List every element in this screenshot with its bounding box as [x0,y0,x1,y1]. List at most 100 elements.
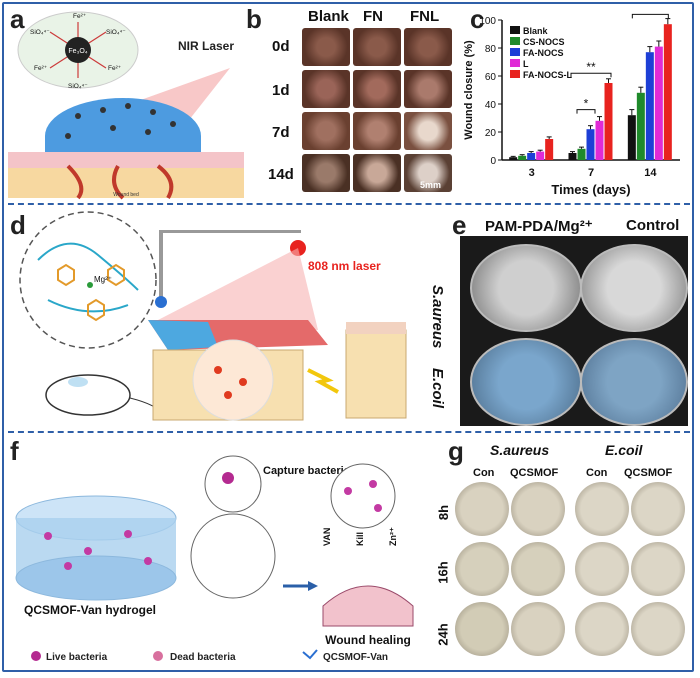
dead-bacteria-icon [153,651,163,661]
wound-photo [404,154,452,192]
wound-photo [404,112,452,150]
wound-photo [404,28,452,66]
legend-swatch [510,70,520,78]
row-label: 14d [268,166,294,183]
laser-beam [158,248,318,330]
bar [627,115,636,160]
bar [663,24,672,161]
petri-dish [580,338,688,426]
legend-swatch [510,48,520,56]
y-tick-label: 80 [485,44,497,55]
ion-label: SiO₄⁴⁻ [68,83,88,90]
column-label: Blank [308,8,349,25]
live-bacteria-icon [31,651,41,661]
panel-letter-g: g [448,436,464,466]
wound-photo [353,70,401,108]
wound-photo [353,112,401,150]
x-tick-label: 7 [588,167,594,179]
significance-bracket-label: * [584,97,589,111]
wound-bed-label: Wound bed [113,192,139,198]
y-axis-label: Wound closure (%) [463,40,475,140]
ion-label: SiO₄⁴⁻ [30,29,50,36]
column-label: PAM-PDA/Mg²⁺ [485,218,593,235]
legend-label: QCSMOF-Van [323,652,388,663]
row-label: 7d [272,124,290,141]
bar [509,157,518,160]
panel-f-illustration: QCSMOF-Van hydrogel Capture bacteria VAN… [15,455,414,663]
arrow-icon [307,368,339,394]
bar [586,129,595,160]
petri-dish [470,338,582,426]
legend-label: FA-NOCS [523,48,564,58]
column-label: FNL [410,8,440,25]
zoom-circle [190,513,276,599]
legend-label: L [523,59,529,69]
scale-label: 5mm [420,180,442,190]
row-label: 1d [272,82,290,99]
row-label: 24h [435,623,451,646]
row-label: E.coil [429,368,446,409]
laser-label: 808 nm laser [308,259,381,273]
wound-photo [302,154,350,192]
panel-letter-d: d [10,210,26,240]
legend-label: Blank [523,26,549,36]
mouse-icon [45,374,131,416]
wound-photo [353,154,401,192]
action-label: Zn²⁺ [388,527,398,546]
column-label: Control [626,217,680,234]
row-label: 8h [436,504,452,521]
mg-ion [87,282,93,288]
y-tick-label: 40 [485,100,497,111]
hydrogel-label: QCSMOF-Van hydrogel [24,603,156,617]
column-label: FN [363,8,383,25]
x-axis-label: Times (days) [551,182,630,197]
column-label: QCSMOF [624,467,673,479]
wound-tissue [322,585,414,627]
section-divider-2 [8,431,690,433]
capture-label: Capture bacteria [263,465,351,477]
group-label: S.aureus [490,442,550,458]
significance-bracket-label: ** [586,60,596,74]
significance-bracket [576,109,596,114]
bar [645,52,654,161]
group-label: E.coil [605,442,643,458]
action-label: VAN [322,528,332,546]
y-tick-label: 20 [485,128,497,139]
bacteria-icon [222,472,234,484]
y-tick-label: 60 [485,72,497,83]
column-label: QCSMOF [510,467,559,479]
particle-label: Fe₃O₄ [68,48,87,55]
molecule-zoom-circle [19,211,157,349]
legend-label: Live bacteria [46,652,108,663]
bacteria-zoom [192,339,274,421]
bar [604,83,613,160]
healed-skin-block [345,329,407,419]
bar [595,120,604,160]
bar [545,139,554,160]
petri-dish [470,244,582,332]
ion-label: Fe²⁺ [34,65,48,72]
section-divider-1 [8,203,690,205]
skin-layer [8,152,244,168]
panel-d-illustration: Mg²⁺ 808 nm laser [19,211,407,421]
significance-bracket-label: * [648,12,653,15]
fe3o4-particle [65,37,91,63]
capture-zoom-circle [204,455,262,513]
bar [654,46,663,160]
kill-zoom-circle [330,463,396,529]
wound-photo [302,28,350,66]
nir-laser-label: NIR Laser [178,39,234,53]
column-label: Con [586,467,608,479]
wound-photo [353,28,401,66]
panel-letter-c: c [470,4,485,34]
panel-letter-e: e [452,210,467,240]
dermis-layer [8,168,244,198]
legend-swatch [510,59,520,67]
panel-letter-a: a [10,4,25,34]
bar [568,153,577,160]
panel-a-illustration: Fe₃O₄ Fe²⁺ SiO₄⁴⁻ SiO₄⁴⁻ Fe²⁺ Fe²⁺ SiO₄⁴… [8,11,244,200]
panel-letter-b: b [246,4,262,34]
thermometer-icon [155,296,167,308]
wound-photo [404,70,452,108]
wound-photo [302,70,350,108]
